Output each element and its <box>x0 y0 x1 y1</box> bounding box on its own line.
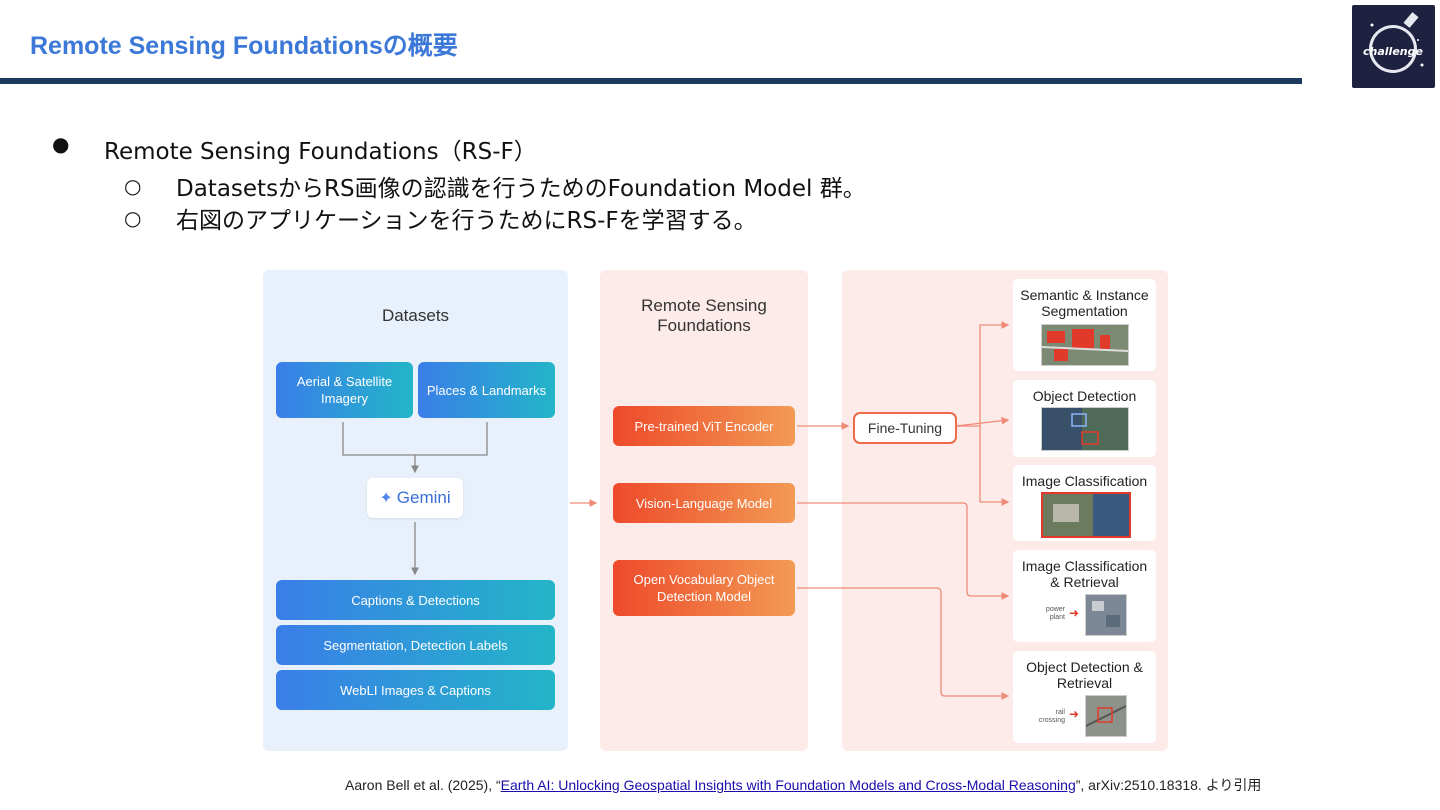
model-box-vlm: Vision-Language Model <box>613 483 795 523</box>
app-label: Object Detection <box>1032 388 1137 404</box>
rail-thumbnail <box>1085 695 1127 737</box>
query-label-rail-crossing: rail crossing <box>1038 709 1065 724</box>
dataset-box-aerial: Aerial & Satellite Imagery <box>276 362 413 418</box>
app-card-classification-retrieval: Image Classification & Retrieval power p… <box>1013 550 1156 642</box>
bullet-level1: Remote Sensing Foundations（RS-F） <box>104 139 537 165</box>
bullet-circle: ○ <box>124 174 142 198</box>
fine-tuning-box: Fine-Tuning <box>853 412 957 444</box>
gemini-label: Gemini <box>396 488 451 507</box>
citation-suffix: ”, arXiv:2510.18318. より引用 <box>1075 777 1262 793</box>
segmentation-thumbnail <box>1041 324 1129 366</box>
gemini-box: ✦ Gemini <box>367 478 463 518</box>
title-divider <box>0 78 1302 84</box>
app-label: Object Detection & Retrieval <box>1026 659 1143 691</box>
dataset-box-captions: Captions & Detections <box>276 580 555 620</box>
dataset-box-webli: WebLI Images & Captions <box>276 670 555 710</box>
app-label: Image Classification <box>1021 473 1148 489</box>
app-card-segmentation: Semantic & Instance Segmentation <box>1013 279 1156 371</box>
model-box-vit: Pre-trained ViT Encoder <box>613 406 795 446</box>
classification-thumbnail <box>1041 492 1131 538</box>
app-label: Semantic & Instance Segmentation <box>1020 287 1149 319</box>
dataset-box-segmentation: Segmentation, Detection Labels <box>276 625 555 665</box>
app-card-object-detection: Object Detection <box>1013 380 1156 457</box>
sat-ai-challenge-logo-icon: challenge <box>1352 5 1435 88</box>
citation-prefix: Aaron Bell et al. (2025), “ <box>345 777 501 793</box>
model-box-ovd: Open Vocabulary Object Detection Model <box>613 560 795 616</box>
app-card-detection-retrieval: Object Detection & Retrieval rail crossi… <box>1013 651 1156 743</box>
query-label-power-plant: power plant <box>1045 606 1065 621</box>
slide-title: Remote Sensing Foundationsの概要 <box>30 32 458 60</box>
rsf-title: Remote Sensing Foundations <box>641 296 767 335</box>
citation: Aaron Bell et al. (2025), “Earth AI: Unl… <box>345 775 1261 795</box>
arrow-right-icon: ➜ <box>1069 606 1080 620</box>
gemini-sparkle-icon: ✦ <box>379 490 393 507</box>
app-card-image-classification: Image Classification <box>1013 465 1156 541</box>
arrow-right-icon: ➜ <box>1069 707 1080 721</box>
bullet-level2-2: 右図のアプリケーションを行うためにRS-Fを学習する。 <box>176 208 757 234</box>
bullet-circle: ○ <box>124 206 142 230</box>
datasets-title: Datasets <box>381 306 450 325</box>
dataset-box-places: Places & Landmarks <box>418 362 555 418</box>
svg-text:challenge: challenge <box>1363 45 1423 58</box>
bullet-dot: ● <box>52 132 70 156</box>
citation-link[interactable]: Earth AI: Unlocking Geospatial Insights … <box>500 777 1076 793</box>
detection-thumbnail <box>1041 407 1129 451</box>
retrieval-thumbnail <box>1085 594 1127 636</box>
bullet-level2-1: DatasetsからRS画像の認識を行うためのFoundation Model … <box>176 176 866 202</box>
app-label: Image Classification & Retrieval <box>1021 558 1148 590</box>
